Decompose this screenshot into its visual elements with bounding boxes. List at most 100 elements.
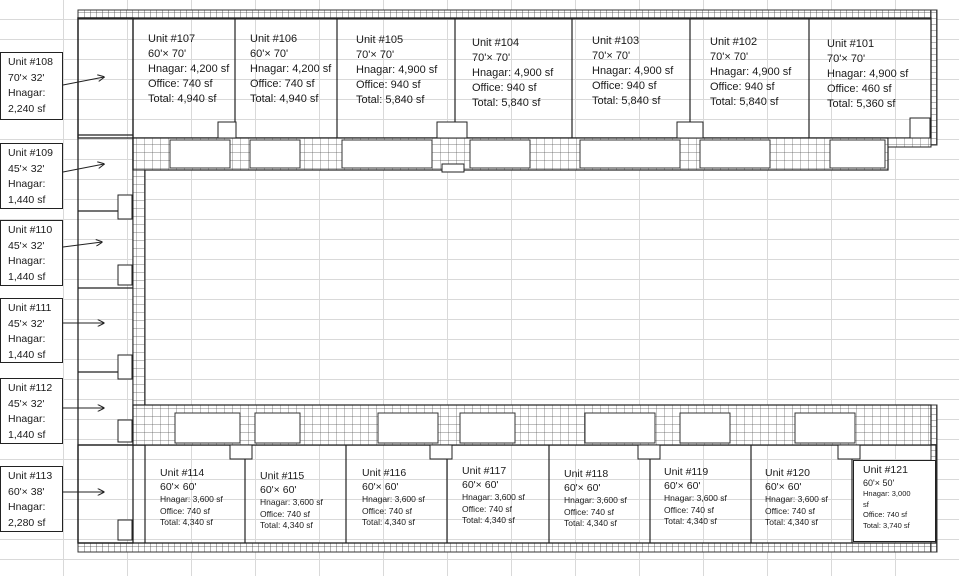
unit-dims: 70'× 70' bbox=[827, 53, 866, 65]
unit-number: Unit #103 bbox=[592, 35, 640, 47]
unit-hangar: Hnagar: 3,600 sf bbox=[362, 494, 425, 504]
unit-115-label: Unit #115 60'× 60' Hnagar: 3,600 sf Offi… bbox=[260, 469, 323, 532]
unit-102-label: Unit #102 70'× 70' Hnagar: 4,900 sf Offi… bbox=[710, 35, 791, 110]
arrow-110 bbox=[62, 242, 102, 248]
unit-total: Total: 4,940 sf bbox=[250, 93, 319, 105]
unit-dims: 70'× 70' bbox=[356, 49, 395, 61]
unit-118-label: Unit #118 60'× 60' Hnagar: 3,600 sf Offi… bbox=[564, 467, 627, 530]
bottom-doors bbox=[229, 444, 861, 460]
unit-hangar: Hnagar: 3,600 sf bbox=[564, 495, 627, 505]
unit-number: Unit #102 bbox=[710, 36, 758, 48]
unit-hangar: Hnagar: bbox=[8, 501, 46, 513]
unit-office: Office: 740 sf bbox=[148, 78, 213, 90]
unit-hangar: Hnagar: bbox=[8, 178, 46, 190]
unit-number: Unit #112 bbox=[8, 382, 53, 394]
unit-104-label: Unit #104 70'× 70' Hnagar: 4,900 sf Offi… bbox=[472, 36, 553, 111]
unit-office: Office: 740 sf bbox=[362, 505, 412, 516]
unit-hangar: Hnagar: 4,900 sf bbox=[827, 68, 909, 80]
unit-hangar: Hnagar: 4,900 sf bbox=[356, 64, 438, 76]
unit-dims: 45'× 32' bbox=[8, 239, 45, 252]
unit-office: Office: 740 sf bbox=[260, 508, 310, 519]
unit-dims: 60'× 60' bbox=[664, 480, 701, 492]
unit-office: Office: 740 sf bbox=[765, 505, 815, 516]
unit-dims: 60'× 60' bbox=[260, 484, 297, 496]
bottom-unit-walls bbox=[144, 445, 853, 543]
callout-unit-112: Unit #112 45'× 32' Hnagar: 1,440 sf bbox=[0, 378, 63, 444]
unit-dims: 45'× 32' bbox=[8, 317, 45, 330]
callout-unit-111: Unit #111 45'× 32' Hnagar: 1,440 sf bbox=[0, 298, 63, 363]
unit-hangar: Hnagar: bbox=[8, 333, 46, 345]
unit-120-label: Unit #120 60'× 60' Hnagar: 3,600 sf Offi… bbox=[765, 466, 828, 529]
unit-121-box bbox=[853, 460, 936, 542]
unit-number: Unit #106 bbox=[250, 33, 298, 45]
unit-total: Total: 4,340 sf bbox=[260, 520, 313, 530]
unit-hangar: Hnagar: 4,900 sf bbox=[472, 67, 554, 79]
unit-number: Unit #118 bbox=[564, 468, 609, 480]
unit-office: Office: 740 sf bbox=[250, 78, 315, 90]
unit-dims: 70'× 70' bbox=[592, 50, 631, 62]
unit-hangar-value: 2,240 sf bbox=[8, 102, 46, 115]
unit-total: Total: 3,740 sf bbox=[863, 520, 910, 530]
unit-dims: 60'× 60' bbox=[362, 481, 399, 493]
unit-dims: 60'× 38' bbox=[8, 485, 45, 498]
unit-number: Unit #111 bbox=[8, 302, 52, 314]
callout-unit-110: Unit #110 45'× 32' Hnagar: 1,440 sf bbox=[0, 220, 63, 286]
left-doors bbox=[117, 194, 133, 541]
unit-number: Unit #121 bbox=[863, 464, 908, 476]
unit-total: Total: 5,840 sf bbox=[592, 95, 661, 107]
unit-total: Total: 4,340 sf bbox=[664, 516, 717, 526]
unit-number: Unit #116 bbox=[362, 467, 407, 479]
unit-dims: 45'× 32' bbox=[8, 162, 45, 175]
unit-hangar-value: 1,440 sf bbox=[8, 193, 46, 206]
unit-dims: 60'× 60' bbox=[462, 479, 499, 491]
unit-dims: 70'× 70' bbox=[710, 51, 749, 63]
unit-hangar-value: 1,440 sf bbox=[8, 270, 46, 283]
unit-number: Unit #110 bbox=[8, 224, 53, 236]
unit-dims: 60'× 70' bbox=[148, 48, 187, 60]
unit-119-label: Unit #119 60'× 60' Hnagar: 3,600 sf Offi… bbox=[664, 465, 727, 528]
unit-hangar: Hnagar: bbox=[8, 413, 46, 425]
unit-total: Total: 5,360 sf bbox=[827, 98, 896, 110]
unit-total: Total: 5,840 sf bbox=[356, 94, 425, 106]
unit-office: Office: 740 sf bbox=[160, 505, 210, 516]
unit-total: Total: 5,840 sf bbox=[472, 97, 541, 109]
unit-number: Unit #120 bbox=[765, 467, 810, 479]
unit-hangar: Hnagar: 3,600 sf bbox=[765, 494, 828, 504]
unit-total: Total: 4,340 sf bbox=[564, 518, 617, 528]
unit-number: Unit #101 bbox=[827, 38, 875, 50]
top-offices bbox=[169, 139, 886, 169]
unit-number: Unit #105 bbox=[356, 34, 404, 46]
unit-number: Unit #107 bbox=[148, 33, 196, 45]
unit-total: Total: 5,840 sf bbox=[710, 96, 779, 108]
unit-hangar: Hnagar: 3,600 sf bbox=[160, 494, 223, 504]
bottom-offices bbox=[174, 412, 856, 444]
unit-105-label: Unit #105 70'× 70' Hnagar: 4,900 sf Offi… bbox=[356, 33, 437, 108]
callout-unit-108: Unit #108 70'× 32' Hnagar: 2,240 sf bbox=[0, 52, 63, 120]
unit-total: Total: 4,340 sf bbox=[765, 517, 818, 527]
unit-dims: 60'× 70' bbox=[250, 48, 289, 60]
unit-107-label: Unit #107 60'× 70' Hnagar: 4,200 sf Offi… bbox=[148, 32, 229, 107]
unit-office: Office: 940 sf bbox=[472, 82, 537, 94]
unit-number: Unit #115 bbox=[260, 470, 305, 482]
unit-117-label: Unit #117 60'× 60' Hnagar: 3,600 sf Offi… bbox=[462, 464, 525, 527]
unit-dims: 70'× 32' bbox=[8, 71, 45, 84]
unit-hangar: Hnagar: 4,200 sf bbox=[148, 63, 230, 75]
unit-total: Total: 4,340 sf bbox=[462, 515, 515, 525]
unit-hangar: Hnagar: bbox=[8, 87, 46, 99]
callout-unit-109: Unit #109 45'× 32' Hnagar: 1,440 sf bbox=[0, 143, 63, 209]
unit-dims: 45'× 32' bbox=[8, 397, 45, 410]
arrow-108 bbox=[62, 77, 104, 86]
arrow-109 bbox=[62, 164, 104, 173]
unit-dims: 60'× 60' bbox=[160, 481, 197, 493]
callout-unit-113: Unit #113 60'× 38' Hnagar: 2,280 sf bbox=[0, 466, 63, 532]
unit-hangar-cont: sf bbox=[863, 499, 869, 509]
unit-office: Office: 940 sf bbox=[356, 79, 421, 91]
top-doors bbox=[217, 117, 931, 173]
unit-121-label: Unit #121 60'× 50' Hnagar: 3,000 sf Offi… bbox=[863, 464, 911, 531]
unit-number: Unit #113 bbox=[8, 470, 53, 482]
unit-office: Office: 740 sf bbox=[863, 510, 908, 519]
unit-office: Office: 940 sf bbox=[710, 81, 775, 93]
unit-hangar-value: 1,440 sf bbox=[8, 348, 46, 361]
